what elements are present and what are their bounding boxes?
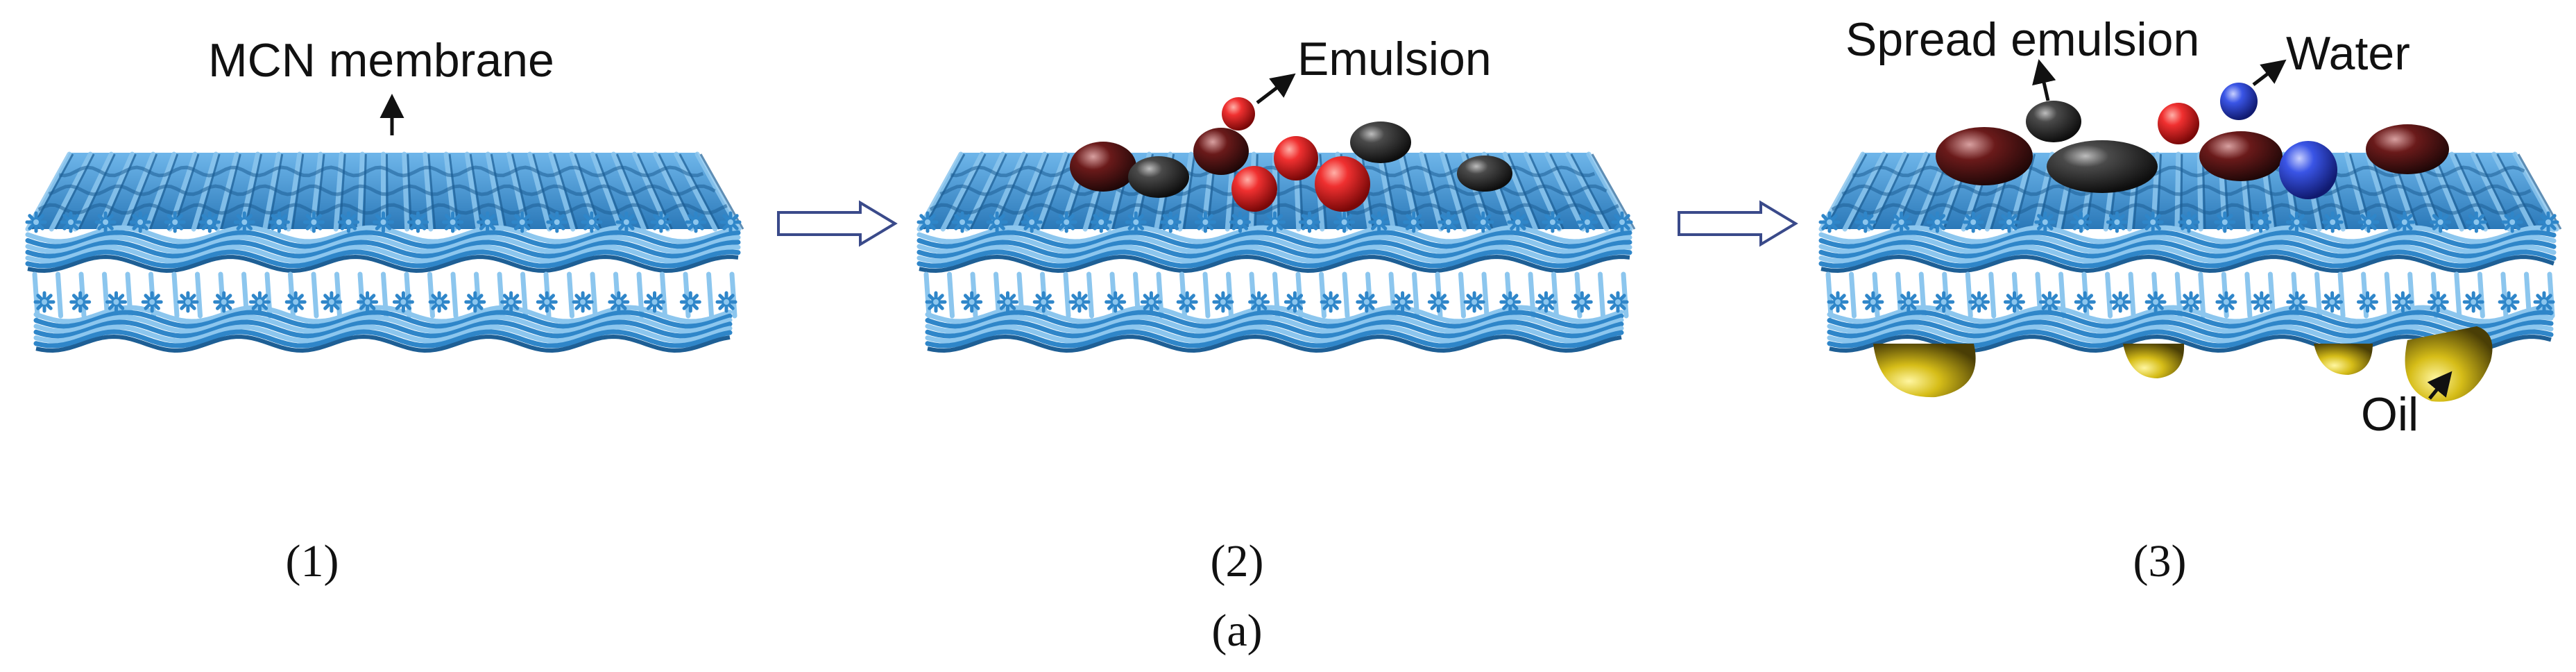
spread-emulsion-arrow: [2032, 59, 2056, 101]
water-arrow: [2252, 59, 2287, 86]
mcn-membrane-label: MCN membrane: [208, 34, 554, 87]
membrane-stack: [916, 151, 1636, 353]
membrane-stack: [1818, 151, 2562, 353]
panel-2-caption: (2): [1211, 536, 1264, 587]
emulsion-arrow: [1256, 73, 1296, 104]
water-label: Water: [2286, 27, 2410, 80]
spread-emulsion-droplets: [1936, 83, 2449, 199]
oil-arrow: [2427, 371, 2453, 400]
oil-label: Oil: [2361, 388, 2419, 441]
membrane-stack: [25, 151, 744, 353]
oil-droplets: [1873, 326, 2493, 402]
panel-2: Emulsion (2): [916, 33, 1636, 587]
spread-emulsion-label: Spread emulsion: [1845, 13, 2199, 66]
emulsion-droplets: [1070, 97, 1512, 212]
emulsion-label: Emulsion: [1297, 33, 1492, 85]
process-arrow-2: [1678, 200, 1798, 247]
process-arrow-1: [777, 200, 898, 247]
panel-3-caption: (3): [2133, 536, 2187, 587]
subfigure-caption: (a): [1211, 605, 1262, 656]
panel-1-caption: (1): [286, 536, 339, 587]
panel-1: MCN membrane (1): [25, 34, 744, 587]
